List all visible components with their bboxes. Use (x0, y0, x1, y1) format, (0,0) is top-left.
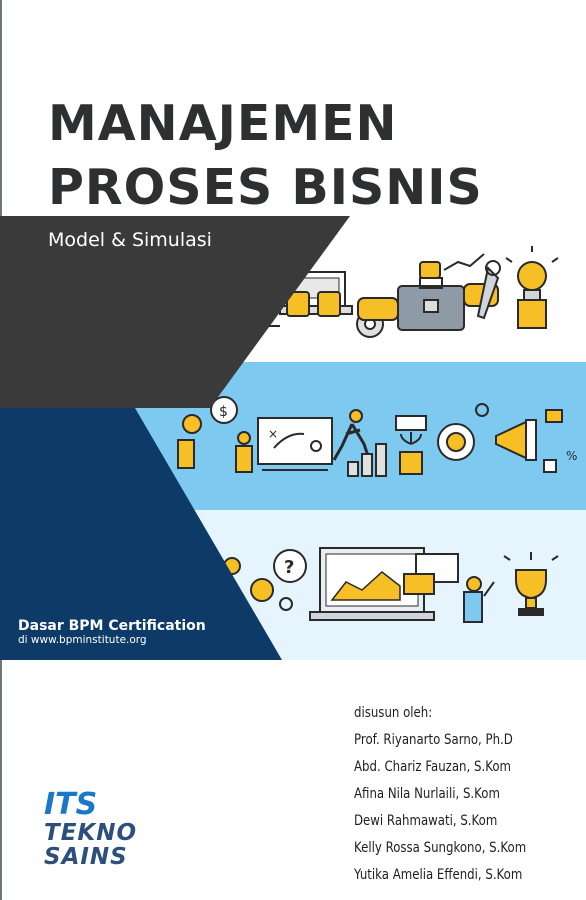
dark-gray-shape (0, 216, 350, 408)
logo-its: ITS (44, 787, 98, 822)
svg-text:%: % (566, 449, 577, 463)
certification-source: di www.bpminstitute.org (18, 634, 147, 646)
publisher-logo: ITS TEKNO SAINS (44, 787, 138, 870)
money-bulb-icon: $ (177, 396, 253, 473)
svg-text:$: $ (219, 404, 228, 420)
presentation-board-icon: × (257, 417, 333, 471)
lightbulb-idea-icon (505, 246, 559, 329)
svg-text:×: × (268, 427, 278, 441)
certification-title: Dasar BPM Certification (18, 618, 206, 634)
target-gear-icon (437, 403, 489, 461)
trophy-icon (503, 552, 559, 616)
book-subtitle: Model & Simulasi (48, 229, 212, 251)
question-bubble-icon: ? (223, 549, 307, 611)
author-list: disusun oleh: Prof. Riyanarto Sarno, Ph.… (354, 700, 526, 889)
title-line-2: PROSES BISNIS (48, 159, 483, 216)
briefcase-handshake-icon (357, 261, 499, 331)
money-plant-icon (395, 415, 427, 475)
laptop-analytics-icon (309, 547, 435, 621)
title-line-1: MANAJEMEN (48, 95, 398, 152)
wrench-icon (443, 253, 501, 320)
author-name: Yutika Amelia Effendi, S.Kom (354, 867, 523, 883)
presenter-icon (403, 553, 495, 623)
author-name: Kelly Rossa Sungkono, S.Kom (354, 840, 527, 856)
author-name: Prof. Riyanarto Sarno, Ph.D (354, 732, 513, 748)
author-name: Dewi Rahmawati, S.Kom (354, 813, 498, 829)
navy-shape (0, 408, 282, 660)
author-name: Afina Nila Nurlaili, S.Kom (354, 786, 500, 802)
running-person-icon (332, 409, 372, 463)
authors-heading: disusun oleh: (354, 705, 433, 721)
megaphone-icon: % (495, 409, 577, 473)
growth-chart-icon (347, 443, 387, 477)
book-title: MANAJEMEN PROSES BISNIS (48, 92, 483, 220)
svg-text:?: ? (284, 557, 294, 578)
logo-tekno: TEKNO (44, 820, 138, 846)
logo-sains: SAINS (44, 844, 128, 870)
author-name: Abd. Chariz Fauzan, S.Kom (354, 759, 511, 775)
